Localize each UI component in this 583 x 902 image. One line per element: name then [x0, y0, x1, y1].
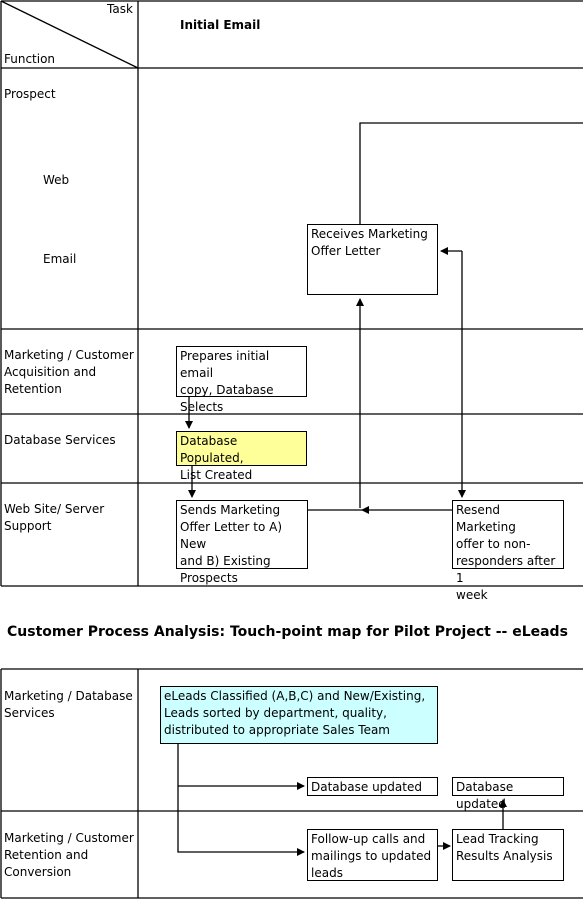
box-database-populated: Database Populated, List Created [176, 431, 307, 482]
box-database-updated-1: Database updated [307, 777, 438, 796]
header-diagonal [0, 0, 139, 69]
box-resend-offer: Resend Marketing offer to non- responder… [452, 500, 564, 602]
row-label-marketing-database: Marketing / Database Services [4, 689, 133, 720]
task-header-label: Task [107, 2, 133, 16]
row-label-web-server: Web Site/ Server Support [4, 502, 105, 533]
row-label-web: Web [43, 173, 70, 187]
box-database-updated-2: Database updated [452, 777, 564, 811]
row-label-prospect: Prospect [4, 87, 56, 101]
row-label-email: Email [43, 252, 77, 266]
box-lead-tracking: Lead Tracking Results Analysis [452, 829, 564, 881]
function-header-label: Function [4, 52, 56, 66]
section-title: Customer Process Analysis: Touch-point m… [7, 624, 568, 640]
column-title: Initial Email [180, 18, 261, 32]
box-sends-offer: Sends Marketing Offer Letter to A) New a… [176, 500, 308, 585]
box-followup-calls: Follow-up calls and mailings to updated … [307, 829, 438, 881]
box-eleads-classified: eLeads Classified (A,B,C) and New/Existi… [160, 686, 438, 744]
row-label-marketing-retention: Marketing / Customer Retention and Conve… [4, 831, 134, 879]
row-label-database-services: Database Services [4, 433, 116, 447]
arrow-to-followup [177, 744, 305, 856]
box-prepares-email: Prepares initial email copy, Database Se… [176, 346, 307, 414]
row-label-marketing-acquisition: Marketing / Customer Acquisition and Ret… [4, 348, 134, 396]
box-receives-offer: Receives Marketing Offer Letter [307, 224, 438, 295]
